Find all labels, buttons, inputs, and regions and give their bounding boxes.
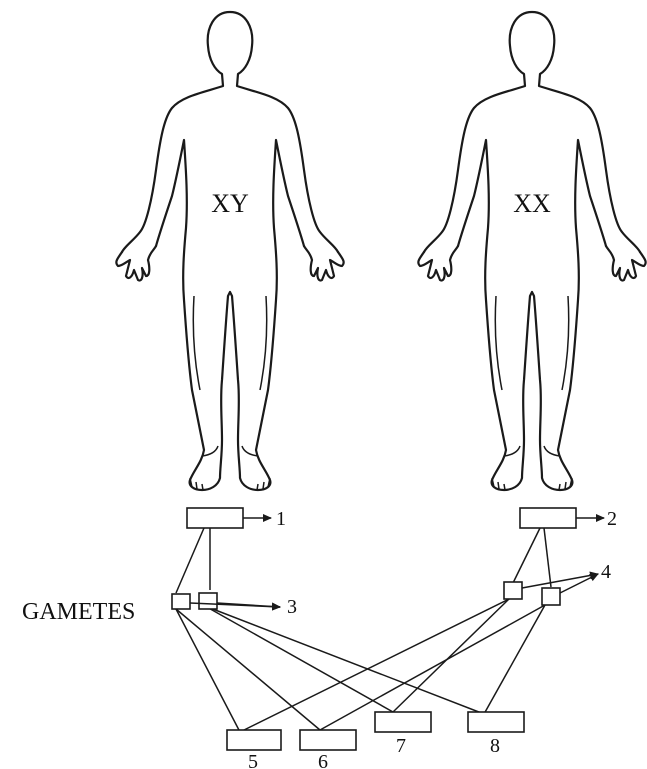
number-1: 1 (276, 508, 286, 530)
female-chromosome-label: XX (513, 189, 551, 218)
number-8: 8 (490, 735, 500, 757)
number-6: 6 (318, 751, 328, 769)
male-gamete-box-1 (171, 593, 191, 610)
cross-lines (175, 527, 552, 733)
number-3: 3 (287, 596, 297, 618)
gametes-label: GAMETES (22, 599, 135, 625)
male-parent-box (186, 507, 244, 529)
male-chromosome-label: XY (211, 189, 249, 218)
offspring-box-8 (467, 711, 525, 733)
number-7: 7 (396, 735, 406, 757)
male-figure: XY (115, 10, 345, 492)
offspring-box-5 (226, 729, 282, 751)
arrows (189, 514, 605, 611)
offspring-box-7 (374, 711, 432, 733)
female-parent-box (519, 507, 577, 529)
female-gamete-box-2 (541, 587, 561, 606)
number-5: 5 (248, 751, 258, 769)
offspring-box-6 (299, 729, 357, 751)
number-4: 4 (601, 561, 611, 583)
female-figure: XX (417, 10, 647, 492)
male-gamete-box-2 (198, 592, 218, 610)
number-2: 2 (607, 508, 617, 530)
female-gamete-box-1 (503, 581, 523, 600)
